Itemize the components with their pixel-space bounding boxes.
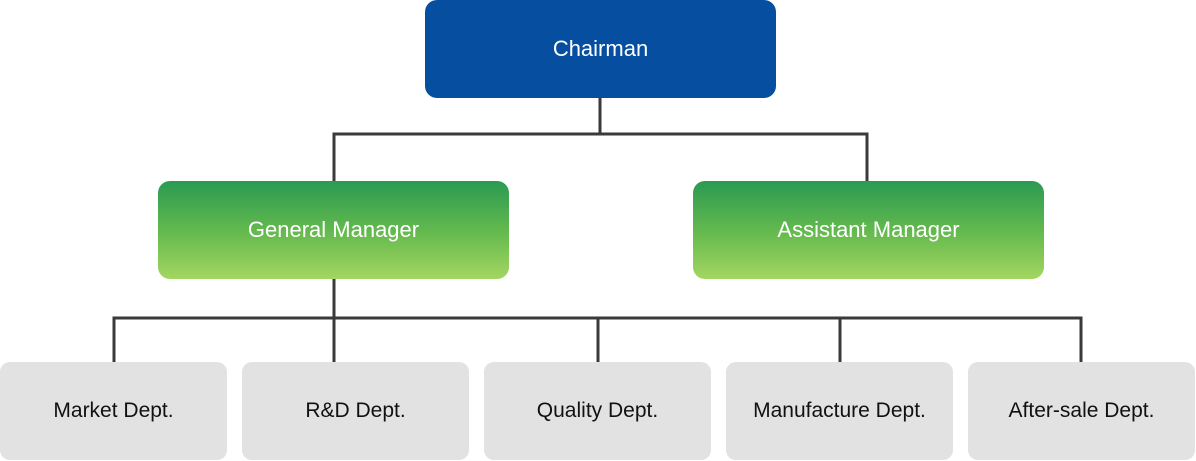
- rd-dept-label: R&D Dept.: [305, 399, 406, 422]
- rd-dept-box: R&D Dept.: [242, 362, 469, 460]
- market-dept-label: Market Dept.: [53, 399, 174, 422]
- assistant-manager-box: Assistant Manager: [693, 181, 1044, 279]
- manufacture-dept-label: Manufacture Dept.: [753, 399, 926, 422]
- market-dept-box: Market Dept.: [0, 362, 227, 460]
- chairman-label: Chairman: [552, 36, 649, 61]
- after-sale-dept-label: After-sale Dept.: [1008, 399, 1155, 422]
- after-sale-dept-box: After-sale Dept.: [968, 362, 1195, 460]
- assistant-manager-label: Assistant Manager: [777, 217, 960, 242]
- general-manager-label: General Manager: [247, 217, 420, 242]
- chairman-box: Chairman: [425, 0, 776, 98]
- quality-dept-label: Quality Dept.: [536, 399, 659, 422]
- quality-dept-box: Quality Dept.: [484, 362, 711, 460]
- manufacture-dept-box: Manufacture Dept.: [726, 362, 953, 460]
- general-manager-box: General Manager: [158, 181, 509, 279]
